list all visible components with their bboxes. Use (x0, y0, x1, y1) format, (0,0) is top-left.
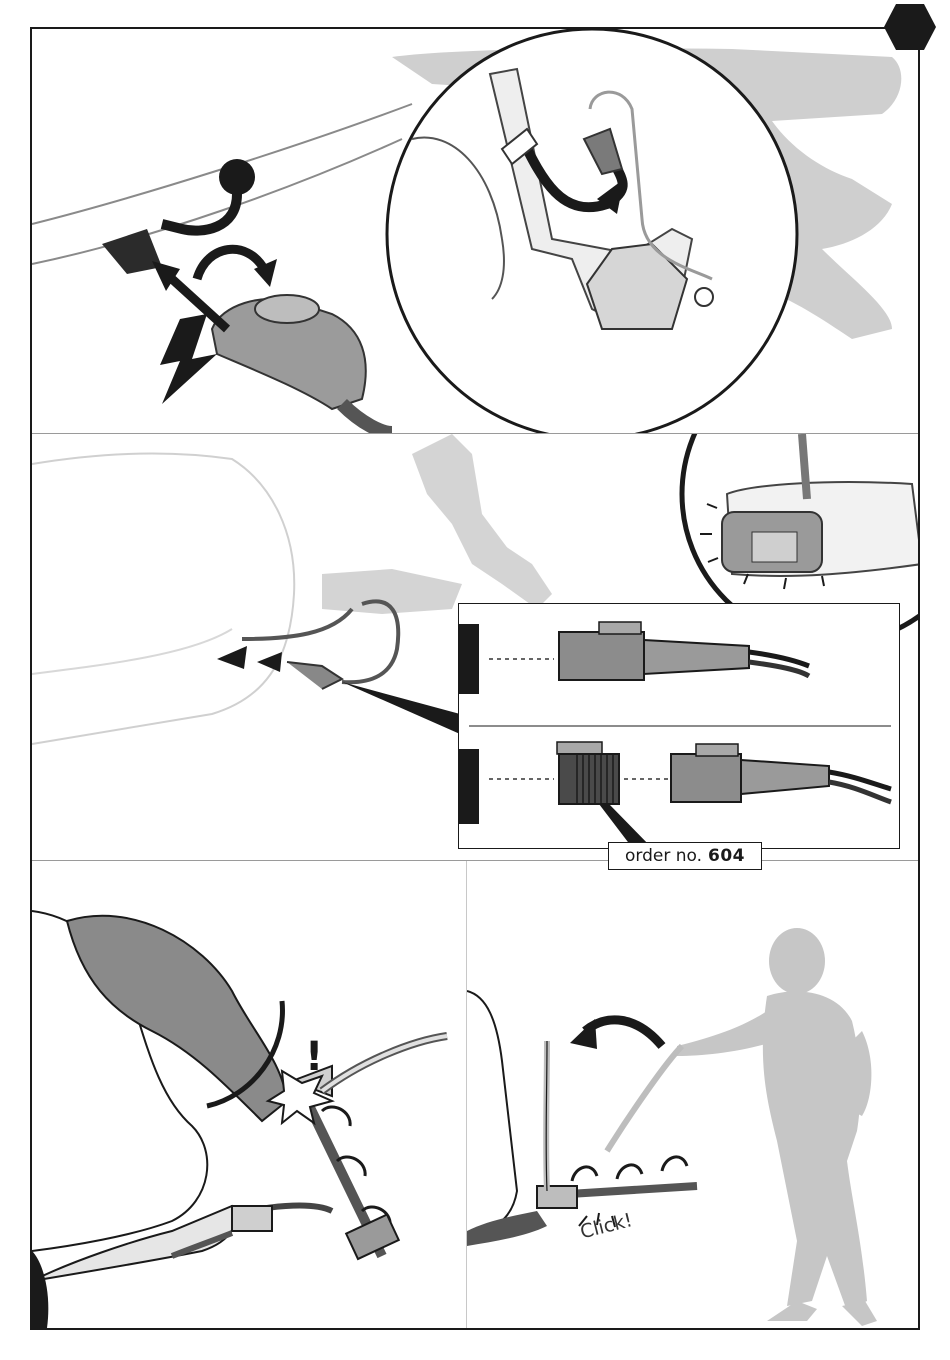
vehicle-plug-13pin (559, 622, 809, 680)
towball (219, 159, 255, 195)
panel-4-tilt-click (467, 861, 918, 1328)
detail-magnifier (387, 29, 797, 433)
panel-3-warning-tilt (32, 861, 466, 1328)
person-silhouette (677, 928, 877, 1326)
tilt-arrow-icon (585, 1020, 662, 1046)
carrier-lifted (537, 1041, 697, 1208)
adapter-604 (557, 742, 619, 804)
carrier-plug (671, 744, 891, 802)
panel-1-connect-plug (32, 29, 918, 433)
carrier-silhouette-2 (322, 434, 552, 614)
rotate-arrow-icon (197, 249, 264, 279)
warning-exclamation: ! (305, 1034, 323, 1080)
lightning-bolt-icon (160, 314, 217, 404)
plug-connector (212, 295, 392, 433)
adapter-detail-box (458, 603, 900, 849)
